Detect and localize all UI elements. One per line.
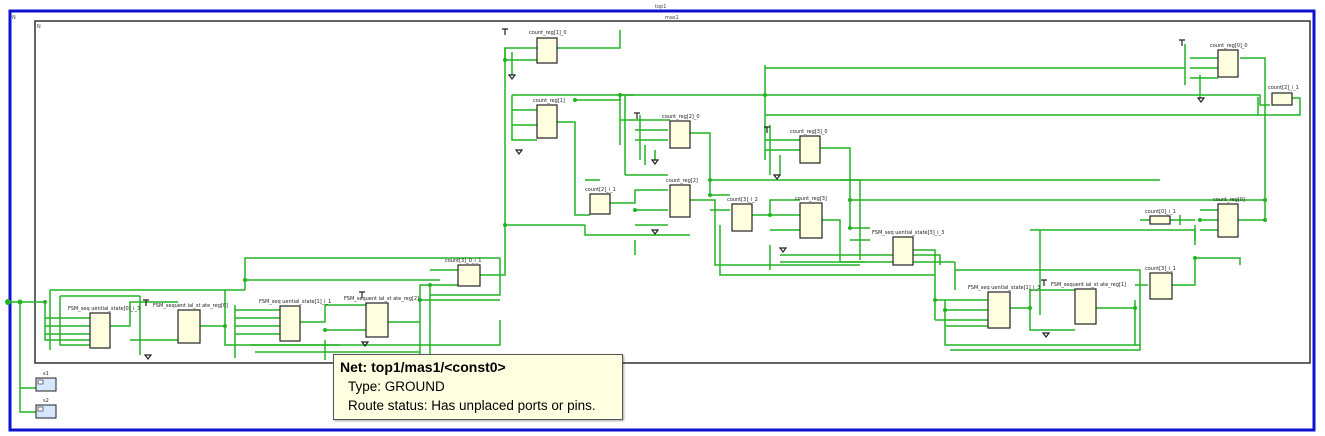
cell-label: count[0]_i_1 bbox=[1145, 209, 1176, 215]
cell-count-reg-2-0[interactable]: count_reg[2]_0 bbox=[662, 114, 700, 149]
port-s2[interactable]: s2 bbox=[35, 398, 57, 419]
cell-label: count_reg[0]_0 bbox=[1210, 43, 1248, 49]
cell-label: count[2]_i_1 bbox=[585, 187, 616, 193]
schematic-cells[interactable]: count_reg[1]_0 count_reg[1] count_reg[2]… bbox=[68, 30, 1299, 349]
tooltip-type: Type: GROUND bbox=[348, 379, 445, 394]
net-wires[interactable] bbox=[8, 30, 1301, 413]
output-ports[interactable]: s1 s2 bbox=[35, 371, 57, 419]
cell-count-3-0-i-1[interactable]: count[3]_0_i_1 bbox=[445, 258, 481, 287]
inner-module-title: mas1 bbox=[665, 15, 679, 21]
cell-count-3-i-2[interactable]: count[3]_i_2 bbox=[727, 197, 758, 232]
cell-count-reg-3-0[interactable]: count_reg[3]_0 bbox=[790, 129, 828, 164]
cell-label: FSM_seq uential_state[1]_i_1 bbox=[259, 299, 331, 305]
inner-module-corner-label: N bbox=[37, 24, 41, 30]
port-label: s1 bbox=[43, 371, 49, 377]
port-label: s2 bbox=[43, 398, 49, 404]
cell-label: count[3]_i_1 bbox=[1145, 266, 1176, 272]
cell-fsm-state-1-i-3[interactable]: FSM_seq uential_state[1]_i_3 bbox=[968, 285, 1040, 329]
cell-fsm-state-3-i-3[interactable]: FSM_seq uential_state[3]_i_3 bbox=[872, 230, 944, 266]
net-junctions bbox=[5, 58, 1267, 332]
port-s1[interactable]: s1 bbox=[35, 371, 57, 392]
cell-label: count[2]_i_1 bbox=[1268, 85, 1299, 91]
tooltip-title: Net: top1/mas1/<const0> bbox=[340, 359, 506, 375]
cell-fsm-state-reg-2[interactable]: FSM_sequent ial_st ate_reg[2] bbox=[344, 296, 419, 338]
cell-label: count[3]_i_2 bbox=[727, 197, 758, 203]
cell-label: count_reg[1]_0 bbox=[529, 30, 567, 36]
cell-count-0-i-1[interactable]: count[0]_i_1 bbox=[1145, 209, 1176, 225]
cell-fsm-state-1-i-1[interactable]: FSM_seq uential_state[1]_i_1 bbox=[259, 299, 331, 342]
cell-label: FSM_sequent ial_st ate_reg[2] bbox=[344, 296, 419, 302]
cell-label: count_reg[3] bbox=[795, 196, 827, 202]
cell-label: FSM_seq uential_state[0]_i_3 bbox=[68, 306, 140, 312]
cell-count-reg-1[interactable]: count_reg[1] bbox=[533, 98, 565, 139]
cell-fsm-state-reg-1[interactable]: FSM_sequent ial_st ate_reg[1] bbox=[1051, 282, 1126, 325]
cell-count-2-i-1-b[interactable]: count[2]_i_1 bbox=[1268, 85, 1299, 106]
cell-count-reg-1-0[interactable]: count_reg[1]_0 bbox=[529, 30, 567, 64]
cell-fsm-state-reg-0[interactable]: FSM_sequent ial_st ate_reg[0] bbox=[153, 303, 228, 344]
cell-label: FSM_seq uential_state[3]_i_3 bbox=[872, 230, 944, 236]
cell-label: count_reg[2] bbox=[666, 178, 698, 184]
top-module-title: top1 bbox=[655, 4, 666, 10]
inner-module-frame[interactable] bbox=[34, 20, 1311, 364]
cell-count-reg-0-0[interactable]: count_reg[0]_0 bbox=[1210, 43, 1248, 78]
cell-label: count_reg[2]_0 bbox=[662, 114, 700, 120]
net-tooltip: Net: top1/mas1/<const0> Type: GROUND Rou… bbox=[333, 354, 623, 420]
cell-label: count[3]_0_i_1 bbox=[445, 258, 481, 264]
ground-symbols bbox=[143, 28, 1206, 360]
cell-count-3-i-1[interactable]: count[3]_i_1 bbox=[1145, 266, 1176, 300]
tooltip-route-status: Route status: Has unplaced ports or pins… bbox=[348, 398, 596, 413]
cell-label: count_reg[3]_0 bbox=[790, 129, 828, 135]
cell-label: FSM_sequent ial_st ate_reg[0] bbox=[153, 303, 228, 309]
cell-label: count_reg[0] bbox=[1213, 197, 1245, 203]
cell-fsm-state-0-i-3[interactable]: FSM_seq uential_state[0]_i_3 bbox=[68, 306, 140, 349]
cell-count-2-i-1-a[interactable]: count[2]_i_1 bbox=[585, 187, 616, 215]
cell-count-reg-3[interactable]: count_reg[3] bbox=[795, 196, 827, 239]
cell-count-reg-2[interactable]: count_reg[2] bbox=[666, 178, 698, 218]
cell-label: count_reg[1] bbox=[533, 98, 565, 104]
cell-label: FSM_seq uential_state[1]_i_3 bbox=[968, 285, 1040, 291]
top-module-corner-label: N bbox=[12, 15, 16, 21]
top-module-frame[interactable] bbox=[8, 9, 1316, 432]
cell-count-reg-0[interactable]: count_reg[0] bbox=[1213, 197, 1245, 238]
cell-label: FSM_sequent ial_st ate_reg[1] bbox=[1051, 282, 1126, 288]
